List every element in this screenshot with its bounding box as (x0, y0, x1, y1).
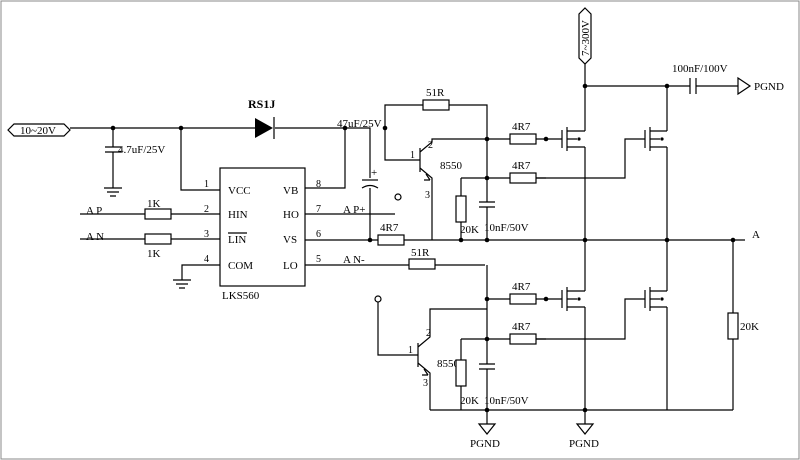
q-hi-label: 8550 (440, 160, 463, 172)
input-resistor-lo (144, 233, 172, 245)
pin-hin-label: HIN (228, 209, 248, 221)
q-lo-pin-2: 2 (426, 328, 431, 339)
r-in-lo-label: 1K (147, 248, 161, 260)
r4r7-g3-label: 4R7 (512, 281, 531, 293)
pnp-transistor-lo: 1 2 3 8550 (408, 308, 487, 410)
pin-7-number: 7 (316, 204, 321, 215)
r4r7-gate-3 (509, 293, 537, 305)
pin-1-number: 1 (204, 179, 209, 190)
r4r7-gate-1 (509, 133, 537, 145)
input-resistor-hi (144, 208, 172, 220)
lo-out-label: A N- (343, 254, 365, 266)
pgnd-port-right: PGND (569, 423, 599, 450)
q-hi-pin-2: 2 (428, 140, 433, 151)
q-lo-pin-3: 3 (423, 378, 428, 389)
q-hi-pin-3: 3 (425, 190, 430, 201)
r20k-out-label: 20K (740, 321, 759, 333)
c-lo-label: 10nF/50V (484, 395, 529, 407)
pgnd-left-label: PGND (470, 438, 500, 450)
boot-cap-label: 47uF/25V (337, 118, 382, 130)
r51-lo-label: 51R (411, 247, 430, 259)
pin-lin-label: LIN (228, 234, 246, 246)
vs-resistor (377, 234, 405, 246)
input-an-label: A N (86, 231, 104, 243)
r51-hi-label: 51R (426, 87, 445, 99)
gate-driver-ic: VCC HIN LIN COM VB HO VS LO 1 2 3 4 8 7 … (204, 167, 321, 302)
r20k-lo-label: 20K (460, 395, 479, 407)
r4r7-gate-4 (509, 333, 537, 345)
pin-vs-label: VS (283, 234, 297, 246)
r51-hi (422, 99, 450, 111)
supply-capacitor: 4.7uF/25V (104, 128, 165, 197)
pin-4-number: 4 (204, 254, 209, 265)
mosfet-hs-1 (561, 127, 586, 240)
mosfet-hs-2 (644, 127, 668, 240)
ic-part-label: LKS560 (222, 290, 260, 302)
supply-cap-label: 4.7uF/25V (118, 144, 165, 156)
r20k-hi-label: 20K (460, 224, 479, 236)
pgnd-port-left: PGND (470, 423, 500, 450)
pin-com-label: COM (228, 260, 253, 272)
pin-vcc-label: VCC (228, 185, 251, 197)
pin-vb-label: VB (283, 185, 298, 197)
pin-2-number: 2 (204, 204, 209, 215)
c-snub-label: 100nF/100V (672, 63, 728, 75)
supply-voltage-label: 10~20V (20, 125, 56, 137)
r4r7-gate-2 (509, 172, 537, 184)
hv-supply-port: 7~300V (578, 7, 592, 65)
r20k-hi (455, 195, 467, 223)
r4r7-g2-label: 4R7 (512, 160, 531, 172)
r-in-hi-label: 1K (147, 198, 161, 210)
pin-3-number: 3 (204, 229, 209, 240)
pgnd-top-label: PGND (754, 81, 784, 93)
boot-cap-plus: + (371, 167, 377, 179)
hv-voltage-label: 7~300V (580, 20, 592, 56)
supply-input-port: 10~20V (7, 123, 71, 137)
bootstrap-diode: RS1J (248, 97, 275, 139)
snubber-capacitor: 100nF/100V (672, 63, 738, 94)
r4r7-g1-label: 4R7 (512, 121, 531, 133)
pin-8-number: 8 (316, 179, 321, 190)
pin-6-number: 6 (316, 229, 321, 240)
pin-lo-label: LO (283, 260, 298, 272)
c-hi-label: 10nF/50V (484, 222, 529, 234)
r4r7-g4-label: 4R7 (512, 321, 531, 333)
pin-5-number: 5 (316, 254, 321, 265)
input-ap-label: A P (86, 205, 102, 217)
diode-label: RS1J (248, 97, 275, 111)
pgnd-right-label: PGND (569, 438, 599, 450)
q-lo-pin-1: 1 (408, 345, 413, 356)
mosfet-ls-1 (561, 240, 586, 424)
mosfet-ls-2 (644, 240, 668, 410)
pgnd-port-top: PGND (737, 76, 784, 96)
pnp-transistor-hi: 1 2 3 8550 (410, 138, 487, 201)
output-a-label: A (752, 229, 760, 241)
r20k-out (727, 312, 739, 340)
r20k-lo (455, 359, 467, 387)
ho-out-label: A P+ (343, 204, 365, 216)
q-lo-label: 8550 (437, 358, 460, 370)
q-hi-pin-1: 1 (410, 150, 415, 161)
pin-ho-label: HO (283, 209, 299, 221)
r51-lo (408, 258, 436, 270)
bootstrap-capacitor: 47uF/25V + (337, 118, 382, 240)
r-4r7-vs-label: 4R7 (380, 222, 399, 234)
